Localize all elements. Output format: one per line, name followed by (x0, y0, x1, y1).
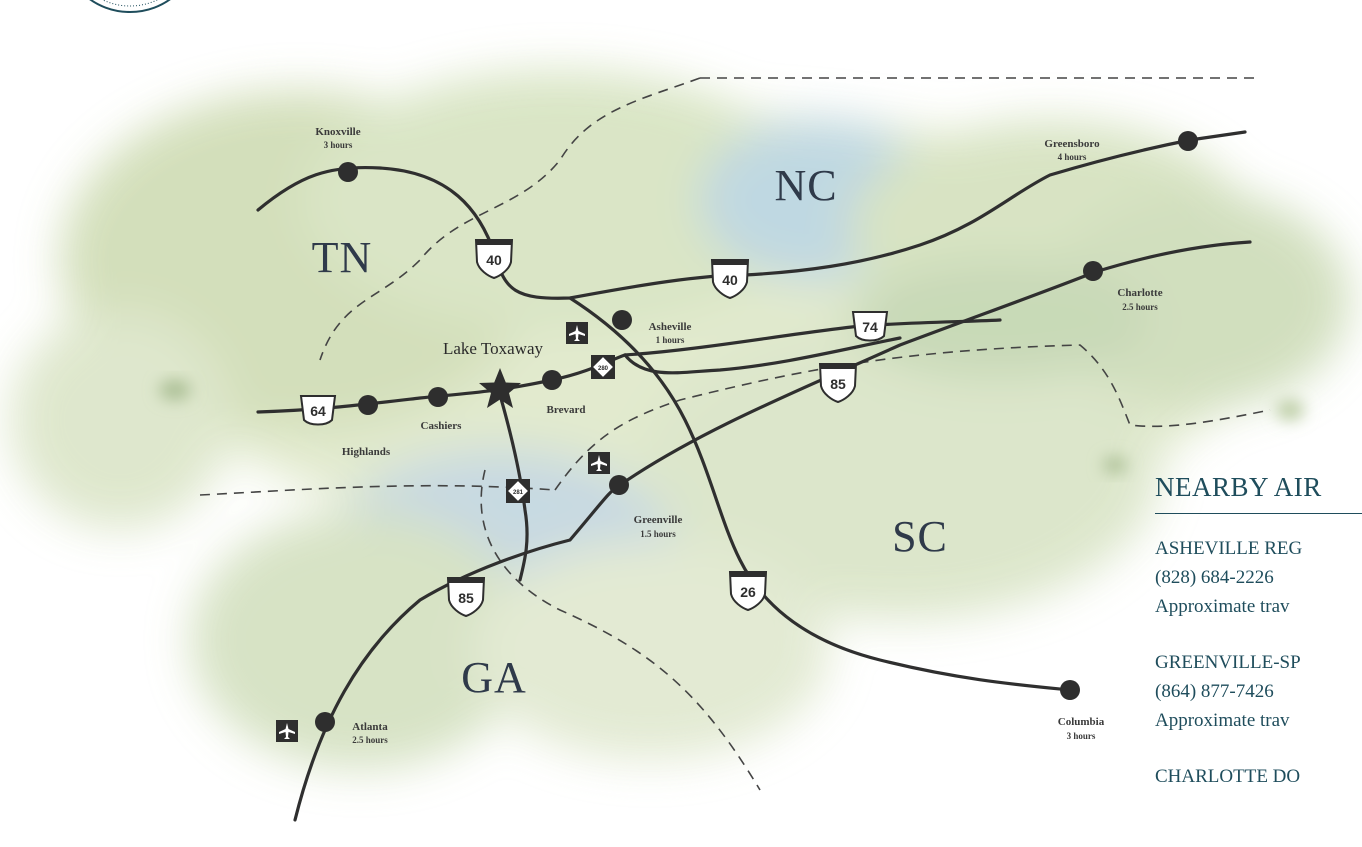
city-dot-atlanta (315, 712, 335, 732)
airport-entry-phone[interactable]: (864) 877-7426 (1155, 681, 1274, 702)
city-label-atlanta: Atlanta 2.5 hours (352, 721, 388, 745)
shield-nc280: 280 (591, 355, 615, 379)
logo-seal (89, 0, 171, 13)
svg-text:3 hours: 3 hours (1067, 731, 1096, 741)
shield-label: 64 (310, 403, 326, 419)
svg-text:3 hours: 3 hours (324, 140, 353, 150)
airport-entry-phone[interactable]: (828) 684-2226 (1155, 567, 1274, 588)
shield-label: 281 (513, 490, 524, 496)
airplane-icon (276, 720, 298, 742)
shield-us281: 281 (506, 479, 530, 503)
svg-text:2.5 hours: 2.5 hours (352, 735, 388, 745)
destination-label: Lake Toxaway (443, 339, 543, 358)
shield-i85-east: 85 (818, 363, 858, 404)
svg-text:Knoxville: Knoxville (315, 126, 360, 138)
svg-text:Greenville: Greenville (634, 514, 683, 526)
watercolor-background (10, 70, 1350, 770)
shield-i26: 26 (728, 571, 768, 612)
panel-title: NEARBY AIR (1155, 472, 1322, 502)
airport-entry-name[interactable]: ASHEVILLE REG (1155, 538, 1303, 559)
city-label-columbia: Columbia 3 hours (1058, 716, 1105, 741)
city-label-charlotte: Charlotte 2.5 hours (1117, 287, 1162, 312)
svg-text:Columbia: Columbia (1058, 716, 1105, 728)
city-label-greenville: Greenville 1.5 hours (634, 514, 683, 539)
svg-text:1 hours: 1 hours (656, 335, 685, 345)
airport-entry-travel: Approximate trav (1155, 710, 1290, 731)
city-dot-cashiers (428, 387, 448, 407)
airplane-icon (566, 322, 588, 344)
city-markers (315, 131, 1198, 732)
airport-entry-travel: Approximate trav (1155, 596, 1290, 617)
svg-text:2.5 hours: 2.5 hours (1122, 302, 1158, 312)
wash-spots (159, 380, 1304, 473)
road-i26 (568, 296, 1072, 692)
city-label-brevard: Brevard (547, 404, 586, 416)
city-label-cashiers: Cashiers (421, 420, 463, 432)
shield-label: 40 (722, 272, 738, 288)
state-borders (199, 77, 1271, 791)
city-dot-greenville (609, 475, 629, 495)
airplane-icon (588, 452, 610, 474)
city-label-knoxville: Knoxville 3 hours (315, 126, 360, 150)
svg-text:Atlanta: Atlanta (352, 721, 388, 733)
shield-label: 280 (598, 366, 609, 372)
city-dot-greensboro (1178, 131, 1198, 151)
svg-text:Greensboro: Greensboro (1044, 138, 1100, 150)
state-label-tn: TN (312, 233, 373, 282)
city-dot-charlotte (1083, 261, 1103, 281)
shield-i40-east: 40 (710, 259, 750, 300)
shield-us64: 64 (299, 395, 337, 426)
city-label-highlands: Highlands (342, 446, 391, 458)
airport-entry-name[interactable]: CHARLOTTE DO (1155, 766, 1301, 787)
shield-label: 85 (458, 590, 474, 606)
road-us281 (498, 393, 529, 582)
state-label-nc: NC (774, 161, 837, 210)
shield-label: 40 (486, 252, 502, 268)
shield-i40-west: 40 (474, 239, 514, 280)
city-dot-highlands (358, 395, 378, 415)
svg-text:Asheville: Asheville (649, 321, 692, 333)
svg-text:4 hours: 4 hours (1058, 152, 1087, 162)
shield-label: 85 (830, 376, 846, 392)
city-dot-asheville (612, 310, 632, 330)
state-label-sc: SC (892, 512, 948, 561)
city-label-asheville: Asheville 1 hours (649, 321, 692, 345)
shield-label: 26 (740, 584, 756, 600)
road-i40 (256, 130, 1247, 300)
road-brevard-spur (623, 336, 902, 375)
city-dot-knoxville (338, 162, 358, 182)
panel-divider (1155, 513, 1362, 514)
shield-us74: 74 (851, 311, 889, 342)
city-label-greensboro: Greensboro 4 hours (1044, 138, 1100, 162)
nearby-airports-panel: NEARBY AIR ASHEVILLE REG (828) 684-2226 … (1155, 460, 1362, 847)
city-dot-brevard (542, 370, 562, 390)
state-label-ga: GA (461, 653, 527, 702)
svg-text:Charlotte: Charlotte (1117, 287, 1162, 299)
destination-star[interactable] (479, 368, 521, 408)
city-dot-columbia (1060, 680, 1080, 700)
shield-i85-west: 85 (446, 577, 486, 618)
airport-entry-name[interactable]: GREENVILLE-SP (1155, 652, 1301, 673)
svg-text:1.5 hours: 1.5 hours (640, 529, 676, 539)
shield-label: 74 (862, 319, 878, 335)
road-us74 (623, 318, 1002, 357)
